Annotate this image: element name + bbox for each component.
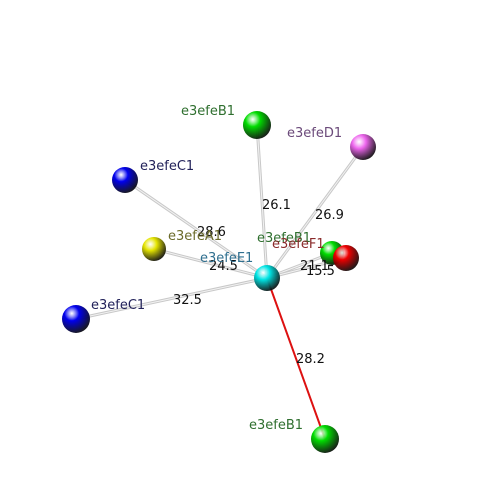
atom-label-red: e3efeF1 <box>272 237 325 252</box>
distance-label-green-bottom: 28.2 <box>296 352 325 367</box>
atom-blue-lower[interactable] <box>62 305 90 333</box>
atom-green-bottom[interactable] <box>311 425 339 453</box>
atom-label-center: e3efeE1 <box>200 251 253 266</box>
distance-label-pink: 26.9 <box>315 208 344 223</box>
distance-label-yellow: 24.5 <box>209 259 238 274</box>
bond-highlight-yellow <box>153 248 268 279</box>
distance-label-red: 15.5 <box>306 264 335 279</box>
bond-highlight-blue-upper <box>124 179 268 279</box>
bond-highlight-blue-lower <box>75 277 268 320</box>
atom-blue-upper[interactable] <box>112 167 138 193</box>
labels-layer: e3efeB1 26.1 e3efeD1 26.9 e3efeC1 28.6e3efeA1… <box>91 104 344 433</box>
distance-label-green-right: 21.1 <box>300 259 329 274</box>
atom-red[interactable] <box>333 245 359 271</box>
atom-label-green-bottom: e3efeB1 <box>249 418 303 433</box>
bond-highlight-pink <box>266 146 364 279</box>
bond-green-bottom <box>266 277 326 440</box>
atom-green-top[interactable] <box>243 111 271 139</box>
atoms-layer <box>62 111 376 453</box>
distance-label-green-top: 26.1 <box>262 198 291 213</box>
atom-pink[interactable] <box>350 134 376 160</box>
atom-label-green-top: e3efeB1 <box>181 104 235 119</box>
distance-label-blue-lower: 32.5 <box>173 293 202 308</box>
atom-label-yellow: e3efeA1 <box>168 229 222 244</box>
bond-highlight-green-top <box>256 124 268 279</box>
distance-label-blue-upper: 28.6 <box>197 225 226 240</box>
atom-label-pink: e3efeD1 <box>287 126 342 141</box>
atom-label-blue-upper: e3efeC1 <box>140 159 194 174</box>
atom-center[interactable] <box>254 265 280 291</box>
atom-yellow[interactable] <box>142 237 166 261</box>
bonds-layer <box>74 123 365 440</box>
atom-label-green-right: e3efeB1 <box>257 231 311 246</box>
atom-label-blue-lower: e3efeC1 <box>91 298 145 313</box>
